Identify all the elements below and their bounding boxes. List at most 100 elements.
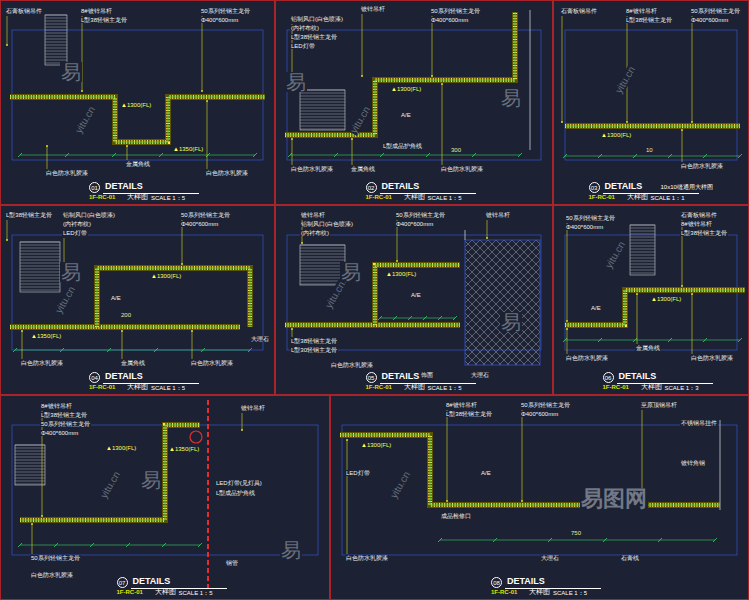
hatch-line (20, 245, 60, 246)
hatch-line (630, 258, 655, 259)
scale-note: SCALE 1：5 (428, 385, 462, 391)
detail-heading: DETAILS (382, 372, 420, 381)
band-edge (565, 126, 740, 127)
material-note: 白色防水乳胶漆 (330, 362, 374, 368)
title-underline (603, 193, 699, 194)
hatch-line (45, 30, 67, 31)
dimension-tick (598, 338, 602, 342)
leader-dot (566, 320, 568, 322)
hatch-line (15, 472, 45, 473)
dimension-tick (548, 538, 552, 542)
band-base (375, 265, 460, 325)
drawing-code: 1F-RC-01 (589, 194, 615, 200)
detail-note: 10x10缝通用大样图 (661, 184, 713, 190)
leader-line (567, 329, 568, 354)
hatch-line (15, 469, 45, 470)
watermark-url: yitu.cn (603, 239, 627, 271)
material-note: 50系列轻钢主龙骨 (40, 421, 91, 427)
material-note: 白色防水乳胶漆 (290, 166, 334, 172)
band-base (20, 425, 200, 520)
dimension-tick (633, 338, 637, 342)
material-note: 50系列轻钢主龙骨 (520, 402, 571, 408)
leader-line (242, 413, 243, 430)
hatch-line (630, 255, 655, 256)
hatch-line (20, 248, 60, 249)
material-note: L型38轻钢主龙骨 (5, 212, 53, 218)
material-note: LED灯带 (62, 230, 88, 236)
dimension-tick (408, 316, 412, 320)
dimension-tick (453, 316, 457, 320)
hatch-line (630, 264, 655, 265)
material-note: A/E (590, 305, 602, 311)
leader-dot (681, 129, 683, 131)
detail-subtitle: 大样图 (529, 588, 550, 595)
band-dots (97, 268, 250, 327)
material-note: Φ400*600mm (520, 411, 559, 417)
leader-line (352, 139, 353, 165)
dimension-tick (380, 153, 384, 157)
title-underline (103, 193, 199, 194)
leader-dot (206, 100, 208, 102)
hatch-line (45, 51, 67, 52)
band-dots (10, 325, 240, 329)
dimension-tick (658, 538, 662, 542)
hatch-line (45, 18, 67, 19)
watermark-url: yitu.cn (388, 469, 412, 501)
leader-dot (561, 121, 563, 123)
material-note: 石膏板钢吊件 (560, 8, 598, 14)
hatch-line (630, 246, 655, 247)
material-note: LED灯带 (345, 470, 371, 476)
leader-line (682, 130, 683, 162)
detail-subtitle: 大样图 (155, 588, 176, 595)
leader-dot (521, 500, 523, 502)
detail-heading: DETAILS (382, 182, 420, 191)
material-note: Φ400*600mm (430, 17, 469, 23)
leader-dot (691, 121, 693, 123)
dimension-line (380, 318, 455, 319)
material-note: 石膏板钢吊件 (680, 212, 718, 218)
watermark-url: yitu.cn (613, 64, 637, 96)
leader-line (292, 139, 293, 165)
material-note: L型38轻钢主龙骨 (625, 17, 673, 23)
material-note: 钢管 (225, 560, 239, 566)
scale-note: SCALE 1：5 (428, 195, 462, 201)
hatch-line (15, 451, 45, 452)
leader-line (22, 331, 23, 359)
leader-dot (351, 138, 353, 140)
hatch-line (20, 257, 60, 258)
band-base (10, 97, 265, 142)
material-note: 白色防水乳胶漆 (690, 355, 734, 361)
dimension-line (565, 340, 740, 341)
leader-line (47, 146, 48, 169)
title-block: 04DETAILS1F-RC-01大样图SCALE 1：5 (89, 372, 188, 392)
material-note: 白色防水乳胶漆 (190, 360, 234, 366)
hatch-line (300, 120, 345, 121)
elevation-mark: ▲1300(FL) (150, 273, 182, 279)
material-note: L型38轻钢主龙骨 (680, 230, 728, 236)
material-note: L型38轻钢主龙骨 (40, 412, 88, 418)
material-note: 镀锌角钢 (680, 460, 706, 466)
hatch-line (300, 99, 345, 100)
material-note: 50系列轻钢主龙骨 (430, 8, 481, 14)
detail-subtitle: 大样图 (127, 193, 148, 200)
hatch-line (45, 27, 67, 28)
scale-note: SCALE 1：5 (151, 385, 185, 391)
hatch-line (300, 117, 345, 118)
material-note: 50系列轻钢主龙骨 (200, 8, 251, 14)
material-note: 镀锌吊杆 (360, 6, 386, 12)
detail-marker (190, 431, 202, 443)
detail-number: 01 (89, 182, 100, 193)
hatch-line (630, 228, 655, 229)
leader-line (567, 223, 568, 321)
hatch-line (300, 126, 345, 127)
detail-heading: DETAILS (105, 182, 143, 191)
scale-note: SCALE 1：5 (553, 590, 587, 596)
band-dots (340, 435, 720, 505)
detail-subtitle: 大样图 (641, 383, 662, 390)
dimension-tick (563, 338, 567, 342)
watermark: 易 (280, 540, 302, 560)
leader-dot (626, 121, 628, 123)
material-note: 大理石 (250, 336, 270, 342)
material-note: 白色防水乳胶漆 (345, 555, 389, 561)
hatch-line (300, 129, 345, 130)
